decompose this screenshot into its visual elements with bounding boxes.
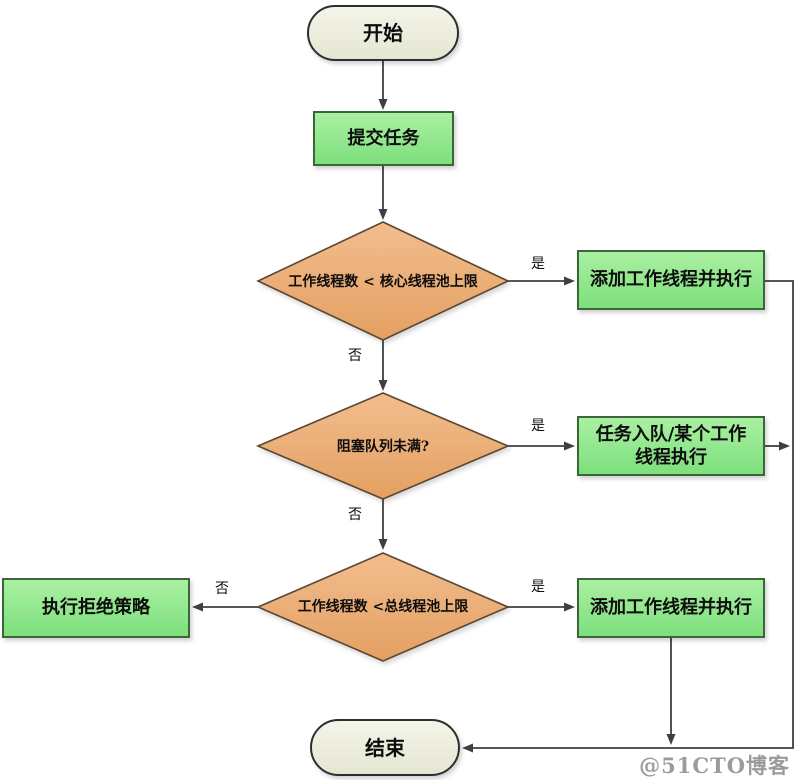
- edge-core-yes-to-add-worker-1: [508, 276, 575, 286]
- edge-label-queue-yes: 是: [531, 418, 545, 434]
- reject-policy-label: 执行拒绝策略: [42, 597, 150, 619]
- edge-label-core-yes: 是: [531, 256, 545, 272]
- add-worker-2-label: 添加工作线程并执行: [590, 597, 752, 619]
- edge-add-worker-2-merge-to-return: [666, 638, 676, 745]
- decision-max-limit-diamond: [255, 552, 511, 662]
- edge-enqueue-merge-to-return: [765, 441, 790, 451]
- end-node: 结束: [310, 719, 460, 776]
- enqueue-task-label-line1: 任务入队/某个工作: [595, 423, 747, 445]
- start-node: 开始: [307, 5, 459, 61]
- enqueue-task-label-line2: 线程执行: [635, 447, 707, 468]
- end-label: 结束: [365, 735, 405, 760]
- edge-queue-no-to-max-decision: [378, 499, 388, 550]
- enqueue-task-node: 任务入队/某个工作 线程执行: [577, 416, 765, 476]
- edge-label-core-no: 否: [348, 348, 362, 364]
- start-label: 开始: [363, 21, 403, 45]
- edge-max-no-to-reject: [192, 602, 258, 612]
- decision-core-limit-diamond: [256, 221, 510, 341]
- watermark-51cto: @51CTO博客: [639, 753, 790, 778]
- add-worker-2-node: 添加工作线程并执行: [577, 578, 765, 638]
- reject-policy-node: 执行拒绝策略: [2, 578, 190, 638]
- add-worker-1-node: 添加工作线程并执行: [577, 250, 765, 310]
- edge-max-yes-to-add-worker-2: [508, 602, 575, 612]
- edge-add-worker-1-return-to-end: [462, 280, 794, 753]
- decision-queue-diamond: [255, 392, 511, 500]
- add-worker-1-label: 添加工作线程并执行: [590, 269, 752, 291]
- edge-label-queue-no: 否: [348, 507, 362, 523]
- edge-core-no-to-queue-decision: [378, 340, 388, 391]
- edge-queue-yes-to-enqueue: [508, 441, 575, 451]
- edge-label-max-yes: 是: [531, 579, 545, 595]
- submit-task-label: 提交任务: [347, 127, 420, 149]
- edge-start-to-submit: [378, 61, 388, 110]
- edge-submit-to-core-decision: [378, 166, 388, 220]
- submit-task-node: 提交任务: [313, 111, 454, 166]
- edge-label-max-no: 否: [215, 581, 229, 597]
